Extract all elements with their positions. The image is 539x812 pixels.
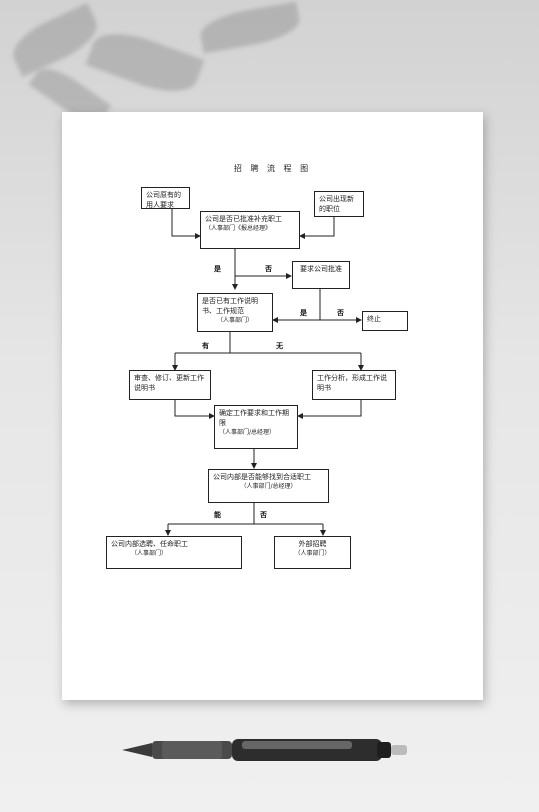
label-no: 否 — [265, 265, 272, 273]
stop-text: 终止 — [367, 315, 381, 323]
flowchart-page: 招 聘 流 程 图 — [62, 112, 483, 700]
internal-subtext: （人事部门/总经理） — [240, 483, 297, 490]
existing-staff-box: 公司原有的用人要求 — [141, 187, 190, 209]
confirm-subtext: （人事部门/总经理） — [219, 429, 276, 436]
analysis-text: 工作分析，形成工作说明书 — [317, 374, 387, 392]
label-none: 无 — [276, 342, 283, 350]
report-text: 要求公司批准 — [300, 265, 342, 273]
label-no: 否 — [337, 309, 344, 317]
external-subtext: （人事部门） — [294, 550, 331, 557]
label-cannot: 否 — [260, 511, 267, 519]
pen-image — [122, 739, 407, 761]
revise-text: 审查、修订、更新工作说明书 — [134, 374, 204, 392]
has-jd-text: 是否已有工作说明书、工作规范 — [202, 297, 258, 315]
existing-staff-text: 公司原有的用人要求 — [146, 191, 181, 209]
approve-box: 公司是否已批准补充职工 （人事部门《报总经理》 — [200, 211, 300, 249]
internal-text: 公司内部是否能够找到合适职工 — [213, 473, 311, 481]
revise-box: 审查、修订、更新工作说明书 — [129, 370, 211, 400]
vacant-position-text: 公司出现新的职位 — [319, 195, 354, 213]
internal-box: 公司内部是否能够找到合适职工 （人事部门/总经理） — [208, 469, 329, 503]
vacant-position-box: 公司出现新的职位 — [314, 191, 364, 217]
external-box: 外部招聘 （人事部门） — [274, 536, 351, 569]
page-title: 招 聘 流 程 图 — [233, 164, 312, 173]
label-can: 能 — [214, 511, 221, 519]
label-yes: 是 — [214, 265, 221, 273]
internal-select-box: 公司内部选聘、任命职工 （人事部门） — [106, 536, 242, 569]
has-jd-box: 是否已有工作说明书、工作规范 （人事部门） — [197, 293, 273, 332]
approve-subtext: （人事部门《报总经理》 — [205, 225, 272, 232]
analysis-box: 工作分析，形成工作说明书 — [312, 370, 396, 400]
approve-text: 公司是否已批准补充职工 — [205, 215, 282, 223]
internal-select-subtext: （人事部门） — [131, 550, 168, 557]
shadow-leaf — [197, 1, 303, 54]
flow-connectors — [165, 205, 364, 536]
stop-box: 终止 — [362, 311, 408, 331]
shadow-leaf — [85, 22, 205, 103]
confirm-box: 确定工作要求和工作期限 （人事部门/总经理） — [214, 405, 298, 449]
confirm-text: 确定工作要求和工作期限 — [219, 409, 289, 427]
report-box: 要求公司批准 — [292, 261, 350, 289]
internal-select-text: 公司内部选聘、任命职工 — [111, 540, 188, 548]
label-have: 有 — [202, 342, 209, 350]
has-jd-subtext: （人事部门） — [216, 317, 253, 324]
label-yes: 是 — [300, 309, 307, 317]
external-text: 外部招聘 — [298, 540, 327, 548]
